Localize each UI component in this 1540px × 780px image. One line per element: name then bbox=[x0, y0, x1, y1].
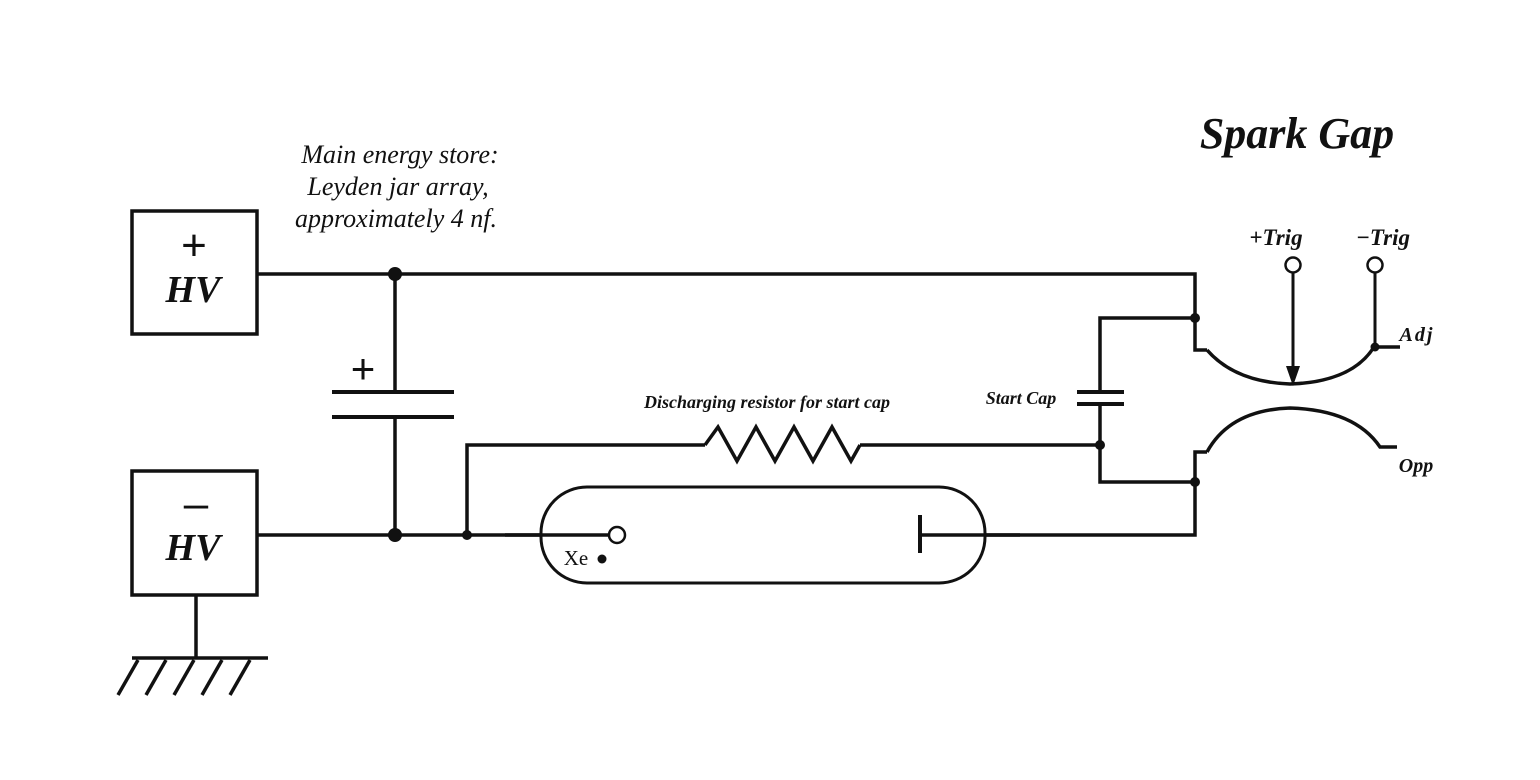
upper-electrode bbox=[1205, 345, 1400, 386]
lower-electrode bbox=[1205, 406, 1397, 453]
resistor-label: Discharging resistor for start cap bbox=[643, 392, 890, 412]
hv-negative-label: HV bbox=[165, 527, 224, 569]
hv-negative-box bbox=[130, 469, 259, 597]
adj-label: Adj bbox=[1398, 324, 1435, 346]
energy-store-note-line-2: Leyden jar array, bbox=[306, 172, 488, 201]
hv-negative-supply: – HV bbox=[130, 469, 259, 597]
energy-store-note: Main energy store: Leyden jar array, app… bbox=[295, 140, 499, 233]
main-capacitor-polarity: + bbox=[351, 345, 376, 392]
lamp-cathode-terminal bbox=[607, 525, 627, 545]
junction-node-resistor bbox=[462, 530, 472, 540]
xenon-flash-lamp: Xe bbox=[505, 485, 1020, 585]
junction-node-top-cap bbox=[388, 267, 402, 281]
top-rail-wire bbox=[257, 272, 1207, 352]
trigger-minus-label: −Trig bbox=[1356, 225, 1410, 250]
hv-negative-sign: – bbox=[184, 479, 209, 528]
hv-positive-box bbox=[130, 209, 259, 336]
junction-node-start-cap-bottom bbox=[1190, 477, 1200, 487]
energy-store-note-line-3: approximately 4 nf. bbox=[295, 204, 497, 233]
start-capacitor-label: Start Cap bbox=[986, 388, 1057, 408]
hv-positive-label: HV bbox=[165, 269, 224, 311]
energy-store-note-line-1: Main energy store: bbox=[300, 140, 498, 169]
discharging-resistor bbox=[703, 423, 862, 465]
lamp-gas-label: Xe bbox=[564, 546, 589, 570]
resistor-left-wire bbox=[465, 443, 705, 535]
junction-node-start-cap-top bbox=[1190, 313, 1200, 323]
lamp-gas-dot bbox=[597, 554, 607, 564]
junction-node-start-cap-mid bbox=[1095, 440, 1105, 450]
trigger-minus-terminal bbox=[1366, 256, 1384, 274]
junction-node-bottom-cap bbox=[388, 528, 402, 542]
spark-gap-electrodes bbox=[1205, 345, 1400, 453]
main-energy-capacitor: + bbox=[332, 274, 454, 535]
trigger-plus: +Trig bbox=[1249, 225, 1303, 386]
trigger-minus: −Trig bbox=[1356, 225, 1410, 347]
start-capacitor: Start Cap bbox=[986, 316, 1195, 484]
trigger-plus-terminal bbox=[1284, 256, 1302, 274]
diagram-title: Spark Gap bbox=[1200, 109, 1394, 158]
hv-positive-supply: + HV bbox=[130, 209, 259, 336]
ground-symbol bbox=[116, 595, 268, 696]
trigger-plus-label: +Trig bbox=[1249, 225, 1302, 250]
opp-label: Opp bbox=[1399, 455, 1433, 477]
lamp-return-wire bbox=[985, 450, 1207, 537]
hv-positive-sign: + bbox=[181, 221, 207, 270]
trigger-arrow-head bbox=[1286, 366, 1300, 386]
junction-node-adj bbox=[1370, 342, 1380, 352]
